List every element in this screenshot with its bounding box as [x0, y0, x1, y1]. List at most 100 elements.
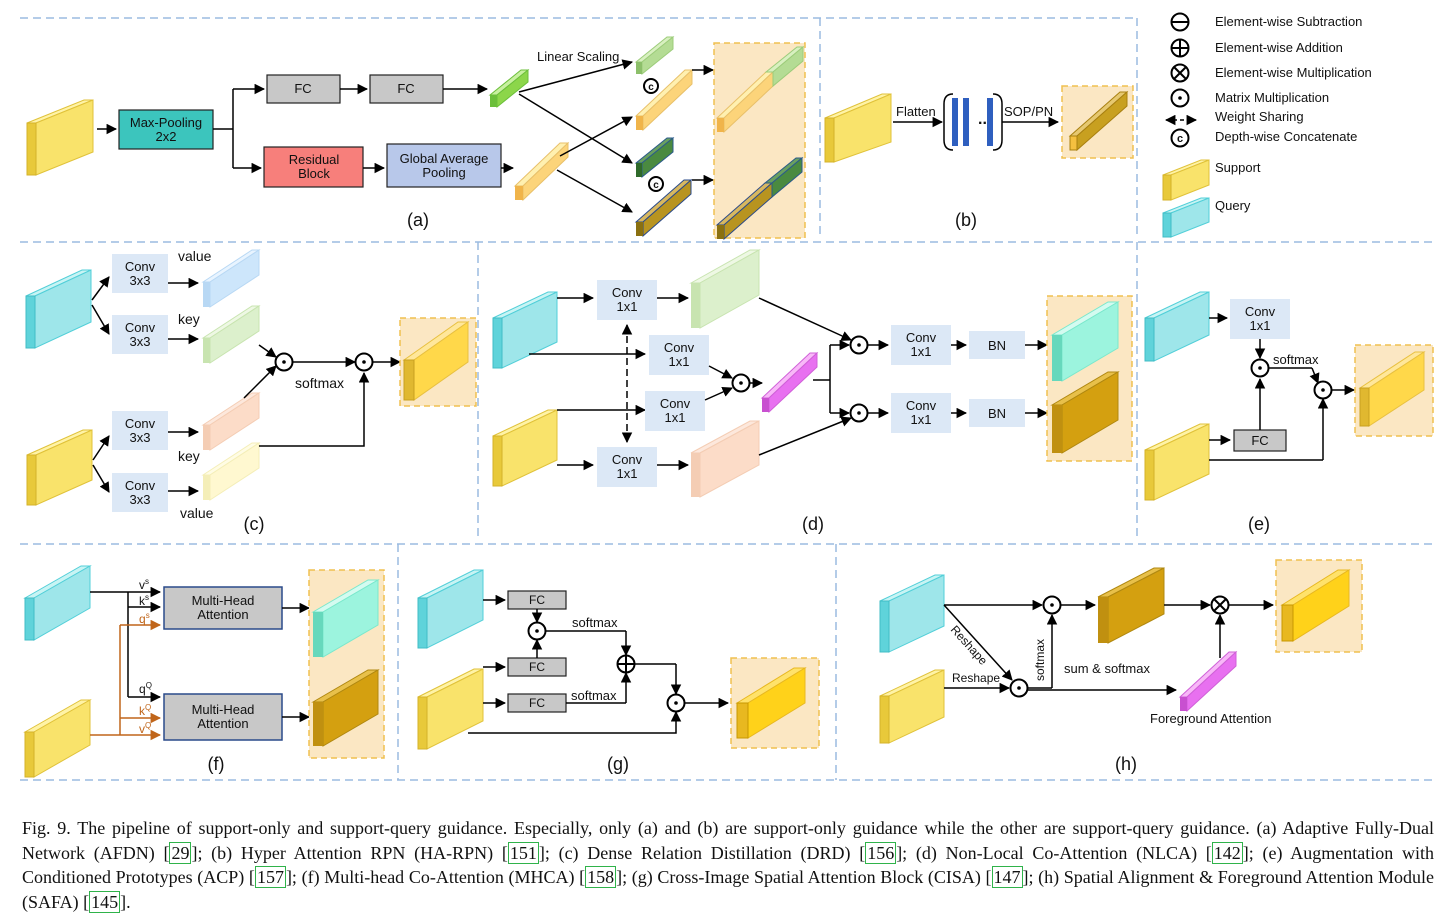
key-q	[201, 305, 261, 364]
svg-text:c: c	[648, 82, 654, 93]
svg-text:Conv: Conv	[125, 259, 156, 274]
fc-g-1: FC	[507, 590, 567, 610]
legend-weight-sharing: Weight Sharing	[1215, 109, 1304, 124]
legend-subtraction: Element-wise Subtraction	[1215, 14, 1362, 29]
caption-text-3: ]; (c) Dense Relation Distillation (DRD)…	[538, 842, 866, 863]
svg-text:Reshape: Reshape	[952, 671, 1000, 685]
residual-box: Residual Block	[263, 146, 364, 188]
green-vector	[488, 68, 530, 109]
svg-text:qQ: qQ	[139, 681, 152, 696]
svg-text:FC: FC	[529, 593, 545, 607]
yellow-small	[634, 68, 694, 132]
svg-text:Reshape: Reshape	[948, 623, 991, 668]
bn-d-1: BN	[969, 331, 1025, 359]
support-feature-f	[23, 699, 92, 778]
citation-link[interactable]: 151	[507, 841, 539, 864]
svg-text:Conv: Conv	[612, 452, 643, 467]
svg-text:1x1: 1x1	[1250, 318, 1271, 333]
query-feature-f	[23, 565, 92, 641]
svg-text:ks: ks	[139, 593, 149, 608]
svg-text:softmax: softmax	[571, 688, 617, 703]
citation-link[interactable]: 147	[991, 866, 1023, 888]
citation-link[interactable]: 142	[1211, 841, 1243, 864]
svg-text:Conv: Conv	[125, 320, 156, 335]
green-small	[634, 35, 675, 76]
gold-h	[1097, 567, 1165, 644]
svg-text:Conv: Conv	[612, 285, 643, 300]
citation-link[interactable]: 29	[169, 841, 192, 864]
panel-a-label: (a)	[407, 210, 429, 230]
svg-text:1x1: 1x1	[617, 299, 638, 314]
svg-text:vs: vs	[139, 577, 149, 592]
svg-text:SOP/PN: SOP/PN	[1004, 104, 1053, 119]
svg-text:Multi-Head: Multi-Head	[192, 593, 255, 608]
legend-addition: Element-wise Addition	[1215, 40, 1343, 55]
caption-text-7: ]; (g) Cross-Image Spatial Attention Blo…	[616, 867, 992, 887]
peach-d	[690, 420, 760, 498]
caption-text-9: ].	[120, 891, 131, 912]
panel-a: Max-Pooling 2x2 FC FC Residual Block	[26, 35, 806, 241]
legend-support: Support	[1215, 160, 1261, 175]
svg-text:Conv: Conv	[906, 330, 937, 345]
caption-text-2: ]; (b) Hyper Attention RPN (HA-RPN) [	[191, 842, 508, 863]
svg-text:3x3: 3x3	[130, 273, 151, 288]
svg-text:Attention: Attention	[197, 607, 248, 622]
panel-borders	[20, 17, 1435, 781]
panel-b: Flatten ... SOP/PN (b)	[824, 85, 1134, 230]
panel-b-label: (b)	[955, 210, 977, 230]
panel-c-label: (c)	[244, 514, 265, 534]
query-feature-h	[879, 574, 945, 653]
panel-g: FC FC softmax FC softmax (g)	[417, 569, 820, 774]
caption-text-4: ]; (d) Non-Local Co-Attention (NLCA) [	[896, 842, 1212, 863]
citation-link[interactable]: 157	[254, 866, 286, 888]
query-feature-g	[417, 569, 484, 649]
fc-box-1: FC	[266, 74, 341, 104]
citation-link[interactable]: 145	[89, 890, 121, 913]
magenta-h	[1178, 650, 1238, 713]
svg-text:Foreground Attention: Foreground Attention	[1150, 711, 1271, 726]
panel-h-label: (h)	[1115, 754, 1137, 774]
svg-text:3x3: 3x3	[130, 430, 151, 445]
svg-text:c: c	[1177, 133, 1183, 145]
legend-multiplication: Element-wise Multiplication	[1215, 65, 1372, 80]
panel-f-label: (f)	[208, 754, 225, 774]
fc-e: FC	[1233, 429, 1287, 452]
citation-link[interactable]: 158	[585, 866, 617, 888]
query-feature-c	[25, 269, 92, 349]
green-d	[689, 249, 761, 329]
svg-text:key: key	[178, 311, 200, 327]
support-feature-b	[824, 93, 892, 163]
svg-text:qs: qs	[139, 611, 150, 626]
svg-text:1x1: 1x1	[665, 410, 686, 425]
svg-text:Conv: Conv	[1245, 304, 1276, 319]
output-f-s	[311, 669, 380, 747]
svg-text:softmax: softmax	[1273, 352, 1319, 367]
support-feature	[26, 99, 94, 176]
svg-text:Max-Pooling: Max-Pooling	[130, 115, 202, 130]
yellow-vector	[513, 141, 570, 202]
svg-text:softmax: softmax	[572, 615, 618, 630]
svg-text:Residual: Residual	[289, 152, 340, 167]
citation-link[interactable]: 156	[865, 841, 897, 864]
figure-caption: Fig. 9. The pipeline of support-only and…	[22, 816, 1434, 914]
svg-text:1x1: 1x1	[669, 354, 690, 369]
svg-text:value: value	[178, 248, 212, 264]
svg-text:3x3: 3x3	[130, 492, 151, 507]
svg-text:Multi-Head: Multi-Head	[192, 702, 255, 717]
svg-text:Block: Block	[298, 166, 330, 181]
gap-box: Global Average Pooling	[386, 143, 502, 188]
svg-text:1x1: 1x1	[911, 344, 932, 359]
legend: Element-wise Subtraction Element-wise Ad…	[1162, 12, 1372, 238]
svg-text:Flatten: Flatten	[896, 104, 936, 119]
